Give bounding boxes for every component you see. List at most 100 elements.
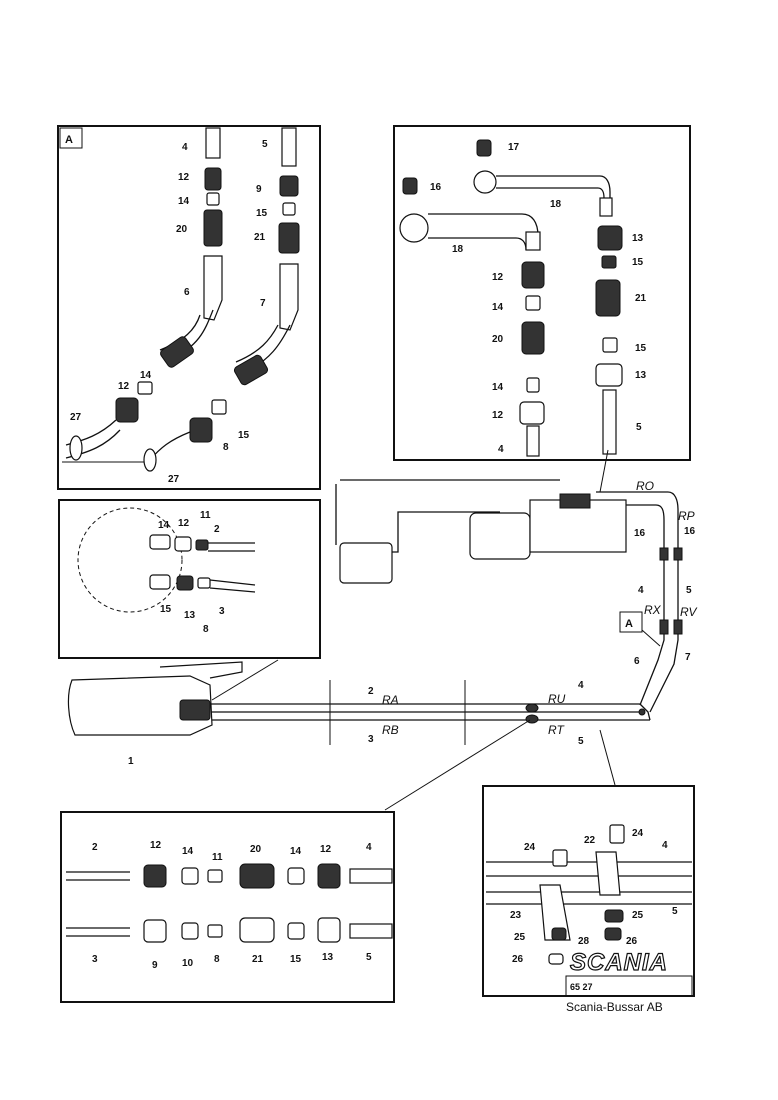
eye-fitting-lower: [399, 213, 429, 243]
line-ro: [596, 491, 679, 540]
nut-12b: [115, 397, 139, 423]
cl-label-8: 8: [203, 624, 209, 635]
label-27: 27: [70, 412, 82, 423]
bolt-24-right: [609, 824, 625, 844]
nut-9: [279, 175, 299, 197]
label-20: 20: [176, 224, 188, 235]
view-a-tag: A: [625, 618, 633, 630]
nut-12-tr-b: [519, 401, 545, 425]
bl-ring-15: [287, 922, 305, 940]
bl-union-20: [239, 863, 275, 889]
bl-label-11: 11: [212, 852, 223, 863]
circuit-rv: RV: [680, 605, 697, 619]
br-label-25a: 25: [632, 910, 644, 921]
ring-14b: [137, 381, 153, 395]
cl-label-11: 11: [200, 510, 211, 521]
br-label-22: 22: [584, 835, 596, 846]
bl-ring-10: [181, 922, 199, 940]
view-a-marker: [619, 611, 643, 633]
tr-label-18b: 18: [452, 244, 464, 255]
label-12: 12: [178, 172, 190, 183]
main-label-1: 1: [128, 756, 134, 767]
clamp-22: [595, 851, 621, 896]
nut-12-tr: [521, 261, 545, 289]
detail-top-right-panel: 17 16 18 18 13 15 21 15 13 5 12 14 20 14…: [393, 125, 691, 461]
housing-outline: [77, 507, 183, 613]
label-4: 4: [182, 142, 188, 153]
label-27b: 27: [168, 474, 180, 485]
circuit-rx: RX: [644, 603, 662, 617]
main-label-2: 2: [368, 686, 374, 697]
tr-label-20: 20: [492, 334, 504, 345]
br-label-26b: 26: [512, 954, 524, 965]
relay-valve: [339, 542, 393, 584]
bl-label-13: 13: [322, 952, 334, 963]
detail-bottom-left-panel: 2 12 14 11 20 14 12 4 3 9 10 8 21 15 13 …: [60, 811, 395, 1003]
pipe-5-end: [281, 127, 297, 167]
br-label-25b: 25: [514, 932, 526, 943]
pipe-4-end: [205, 127, 221, 159]
tr-label-16: 16: [430, 182, 442, 193]
tr-label-15b: 15: [635, 343, 647, 354]
tr-label-21: 21: [635, 293, 647, 304]
tr-label-5: 5: [636, 422, 642, 433]
tr-label-13b: 13: [635, 370, 647, 381]
bl-label-12: 12: [150, 840, 162, 851]
br-label-4: 4: [662, 840, 668, 851]
tr-label-14: 14: [492, 302, 504, 313]
air-tank: [67, 675, 213, 736]
bl-nut-9: [143, 919, 167, 943]
main-label-16a: 16: [634, 528, 646, 539]
pipe-16-upper: [496, 175, 611, 200]
detail-a-tag: A: [65, 134, 73, 146]
nut-13-tr: [597, 225, 623, 251]
tr-label-17: 17: [508, 142, 520, 153]
detail-a-frame: [57, 125, 321, 490]
cl-label-14: 14: [158, 520, 170, 531]
cl-label-13: 13: [184, 610, 196, 621]
pipe-5-main: [649, 540, 679, 713]
br-label-5: 5: [672, 906, 678, 917]
br-label-28: 28: [578, 936, 590, 947]
br-label-24b: 24: [524, 842, 536, 853]
cl-label-15: 15: [160, 604, 172, 615]
detail-a-tag-box: [59, 127, 83, 149]
detail-top-right-frame: [393, 125, 691, 461]
main-label-5b: 5: [578, 736, 584, 747]
bl-sleeve-8: [207, 924, 223, 938]
tr-label-15: 15: [632, 257, 644, 268]
washer-25: [604, 909, 624, 923]
label-12b: 12: [118, 381, 130, 392]
main-assembly: A RO RP RA RB RU RT RX RV 16 16 4 5 6 7 …: [67, 449, 697, 811]
main-label-4b: 4: [578, 680, 584, 691]
ring-14-tr: [525, 295, 541, 311]
tr-label-4: 4: [498, 444, 504, 455]
pipe-4-bl: [349, 868, 393, 884]
bl-label-2: 2: [92, 842, 98, 853]
nut-26: [548, 953, 564, 965]
union-20-tr: [521, 321, 545, 355]
pipe-18: [428, 213, 539, 237]
bolt-16: [402, 177, 418, 195]
pipe-4-tr: [526, 425, 540, 457]
tank-fitting: [179, 699, 211, 721]
pipe-4-main: [639, 548, 665, 706]
br-label-24a: 24: [632, 828, 644, 839]
main-label-3: 3: [368, 734, 374, 745]
tr-label-12b: 12: [492, 410, 504, 421]
ring-15b: [211, 399, 227, 415]
label-15b: 15: [238, 430, 250, 441]
bl-sleeve-11: [207, 869, 223, 883]
clip-27: [69, 435, 83, 461]
main-label-7: 7: [685, 652, 691, 663]
eye-fitting-upper: [473, 170, 497, 194]
detail-a-panel: A 4 5 12 9 14 15 20: [57, 125, 321, 490]
circuit-ru: RU: [548, 692, 566, 706]
bl-label-14b: 14: [290, 846, 302, 857]
circuit-rb: RB: [382, 723, 399, 737]
nut-13-tr-b: [595, 363, 623, 387]
detail-center-left-frame: [58, 499, 321, 659]
bl-label-12b: 12: [320, 844, 332, 855]
detail-bottom-left-frame: [60, 811, 395, 1003]
main-label-16b: 16: [684, 526, 696, 537]
